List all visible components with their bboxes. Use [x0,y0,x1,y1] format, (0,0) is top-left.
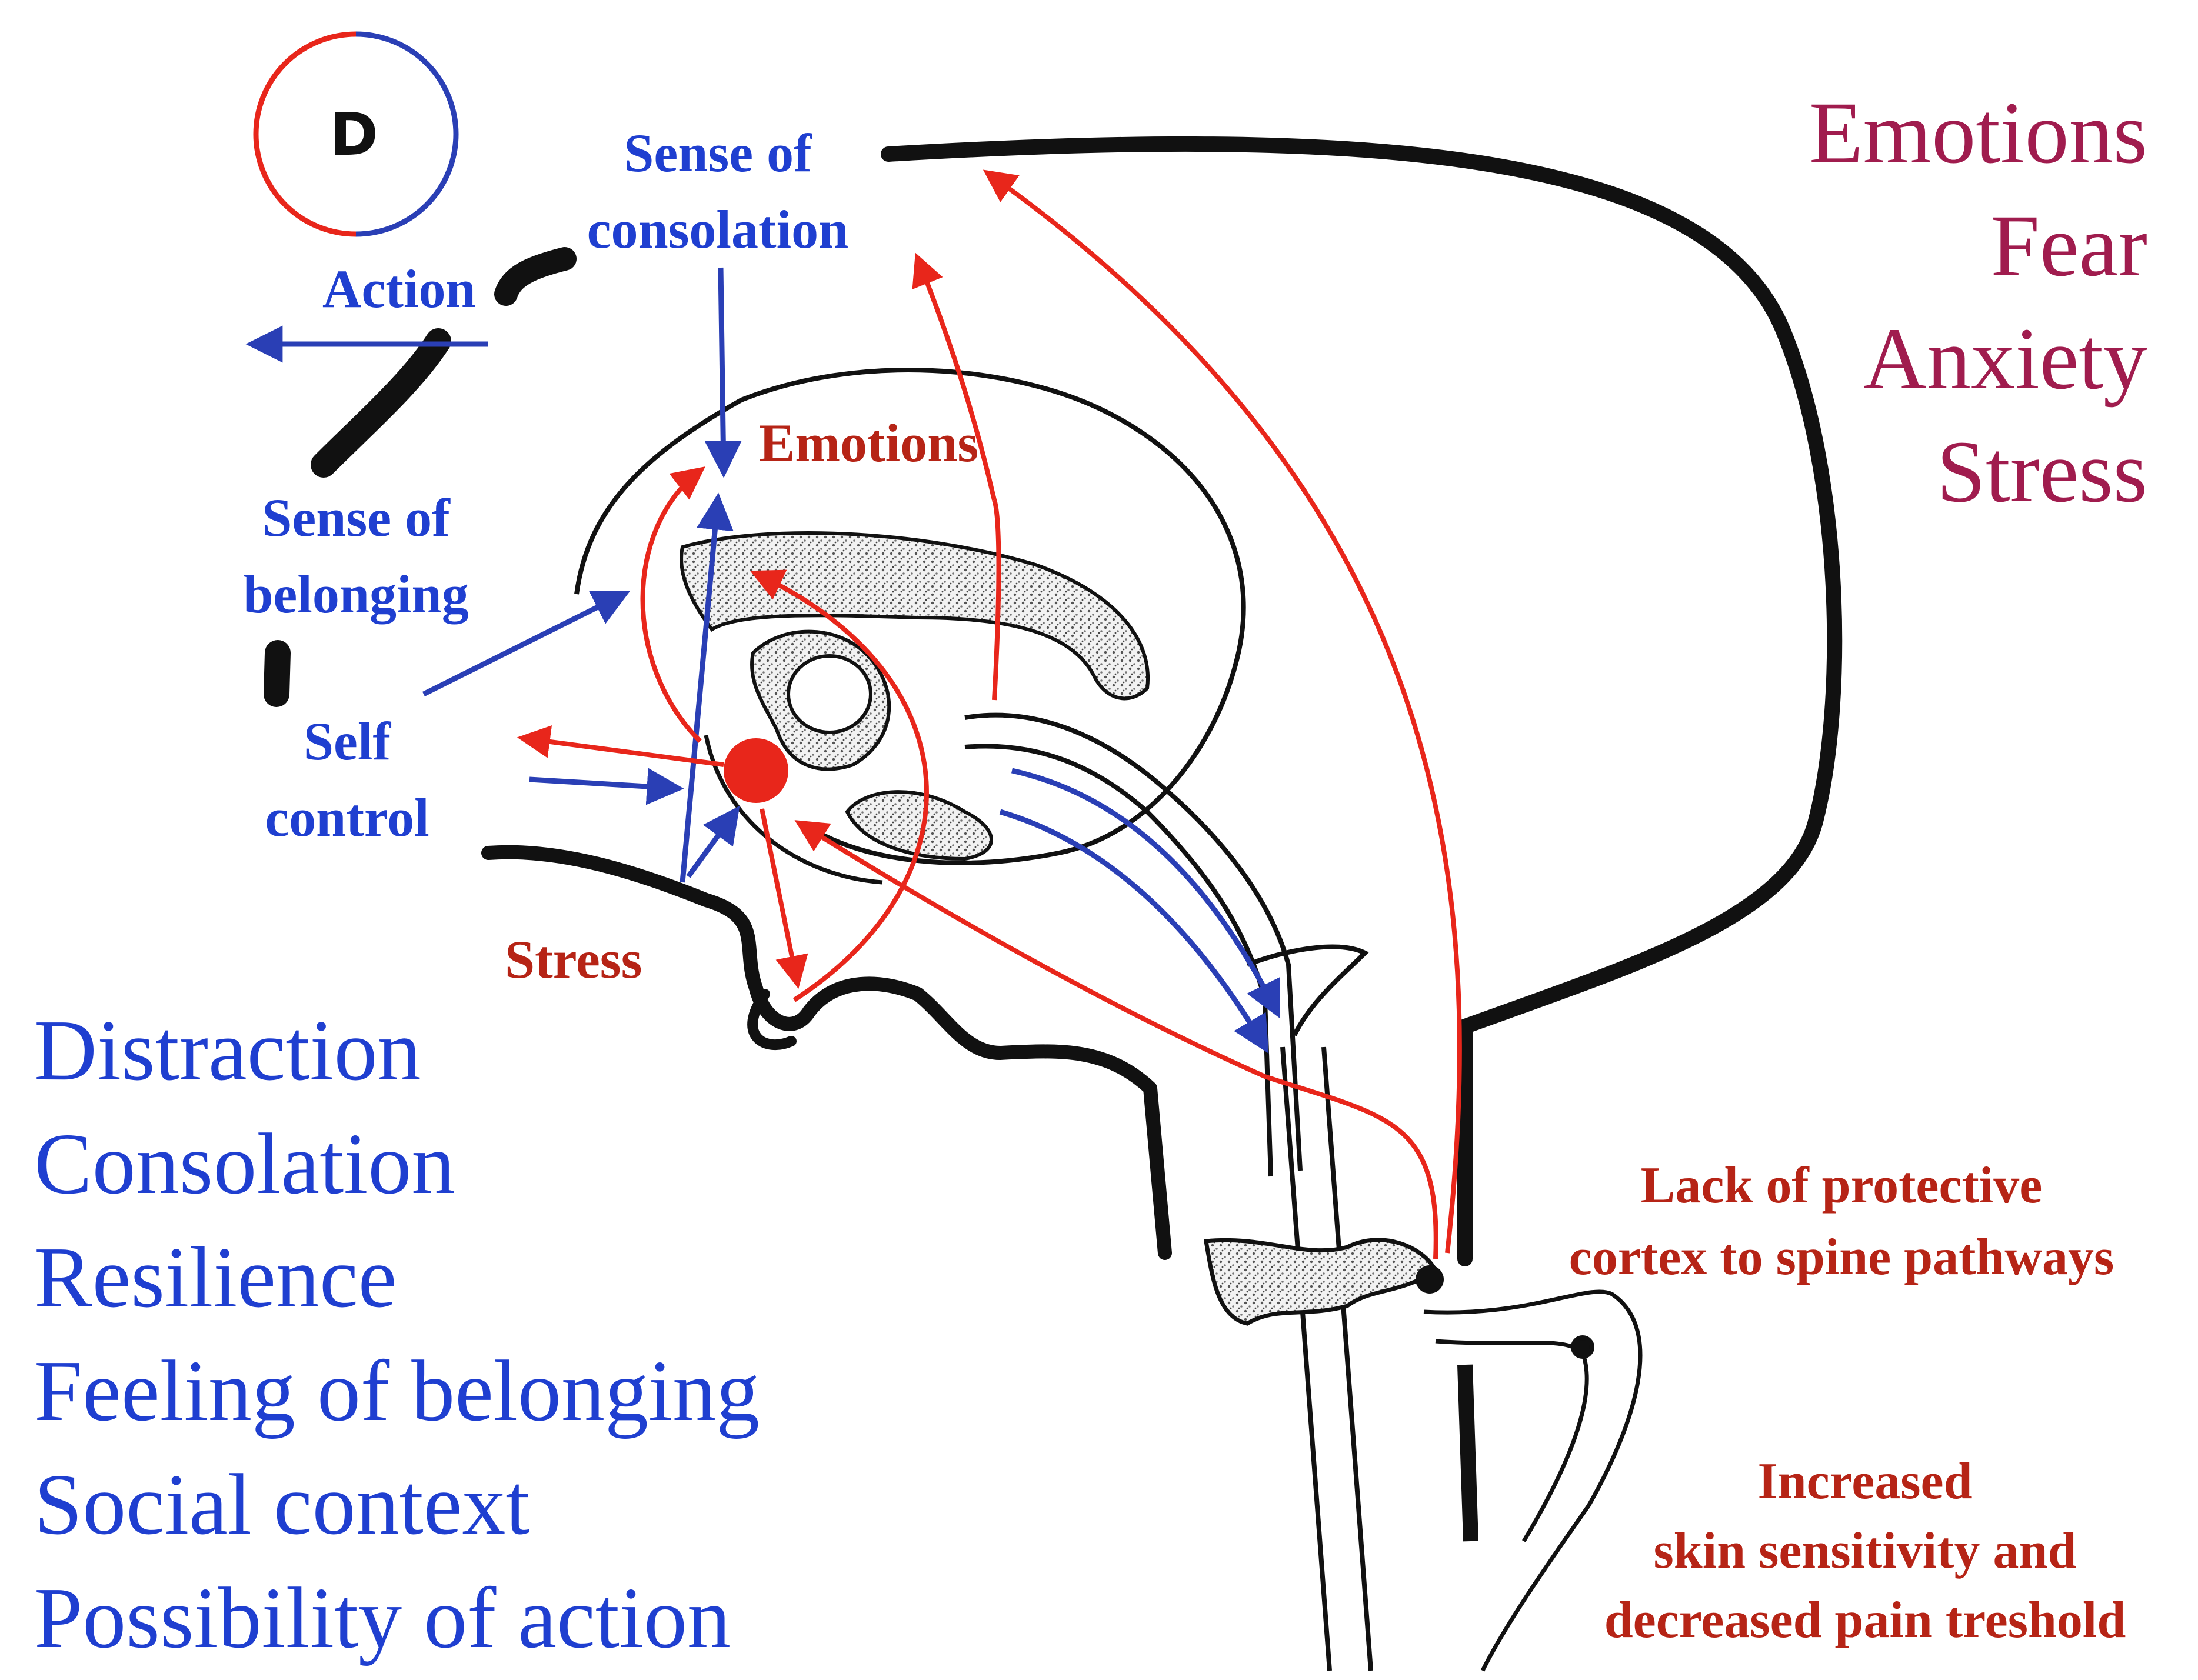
self-control-red-arrow [517,725,724,767]
skull-outline [881,136,1843,1266]
chin-loop [747,989,797,1051]
sense-of-belonging-line-1: Sense of [262,488,450,548]
amygdala-dot [724,738,788,803]
self-control-arrow [529,768,684,805]
vertical-rise-arrow [680,492,734,883]
right-list-item: Emotions [1809,84,2147,182]
sense-of-consolation-label: Sense of consolation [562,115,874,268]
brainstem-tract-2 [964,744,1273,1177]
increased-sensitivity-line-1: Increased [1757,1453,1973,1510]
forehead-stroke [494,247,577,306]
self-control-line-1: Self [303,711,391,771]
body-stroke [1457,1364,1478,1542]
left-list-item: Social context [34,1456,530,1553]
spine-node [1416,1265,1444,1294]
corpus-callosum [680,531,1150,701]
vertebra [1203,1238,1438,1326]
consolation-arrow [704,267,742,478]
left-list-item: Distraction [34,1002,421,1099]
mouth-stroke [264,640,291,707]
emotions-left-arrow [640,466,705,743]
shoulder-line [1423,1289,1643,1672]
stress-down-arrow [760,808,808,989]
badge-blue-half [355,31,459,237]
badge-d [253,31,459,237]
lack-of-protective-line-1: Lack of protective [1640,1157,2043,1214]
pons-shape [1246,944,1369,1036]
brain-outline [574,368,1246,865]
sense-of-belonging-label: Sense of belonging [218,479,494,632]
nerve-node [1571,1335,1594,1359]
nose-stroke [311,328,451,478]
action-label: Action [322,259,476,319]
blue-pathways [245,267,1280,1054]
self-control-label: Self control [241,703,453,856]
left-coping-list: Distraction Consolation Resilience Feeli… [34,994,887,1675]
emotions-center-label: Emotions [759,413,979,473]
thalamus-core [787,654,872,734]
badge-letter: D [329,100,379,169]
brainstem-arrow-1 [1011,768,1280,1019]
belonging-arrow [422,591,631,697]
sense-of-consolation-line-2: consolation [587,199,849,259]
emotions-up-arrow [912,252,997,501]
brainstem-tract [964,712,1303,1171]
lack-of-protective-label: Lack of protective cortex to spine pathw… [1506,1150,2177,1294]
left-list-item: Possibility of action [34,1570,731,1666]
spinal-cord-left [1280,1046,1332,1671]
spine [1203,1046,1643,1672]
stress-center-label: Stress [505,929,642,989]
left-list-item: Consolation [34,1116,455,1212]
spine-to-amygdala-arrow [794,820,1438,1259]
right-list-item: Fear [1990,197,2147,295]
lack-of-protective-line-2: cortex to spine pathways [1568,1229,2114,1286]
head-outline [264,136,1843,1266]
increased-sensitivity-line-3: decreased pain treshold [1604,1592,2126,1649]
increased-sensitivity-line-2: skin sensitivity and [1653,1522,2077,1579]
left-list-item: Resilience [34,1229,397,1326]
right-list-item: Anxiety [1863,310,2147,408]
increased-sensitivity-label: Increased skin sensitivity and decreased… [1541,1447,2189,1655]
badge-red-half [253,31,357,237]
right-list-item: Stress [1936,423,2147,521]
sense-of-consolation-line-1: Sense of [624,123,812,183]
emotions-side-line [992,499,1001,701]
red-pathways [517,169,1462,1294]
brainstem-arrow-2 [999,809,1269,1054]
spinal-cord-right [1321,1046,1373,1671]
cortex-long-arrow [983,169,1462,1254]
emotions-inner-arrow [750,569,929,1002]
sense-of-belonging-line-2: belonging [243,564,469,624]
stress-up-arrow [686,805,740,878]
cerebellum-lobe [845,790,993,861]
left-list-item: Feeling of belonging [34,1343,760,1439]
right-emotion-list: Emotions Fear Anxiety Stress [1677,76,2147,528]
self-control-line-2: control [265,788,429,848]
chin-line [481,845,1172,1260]
